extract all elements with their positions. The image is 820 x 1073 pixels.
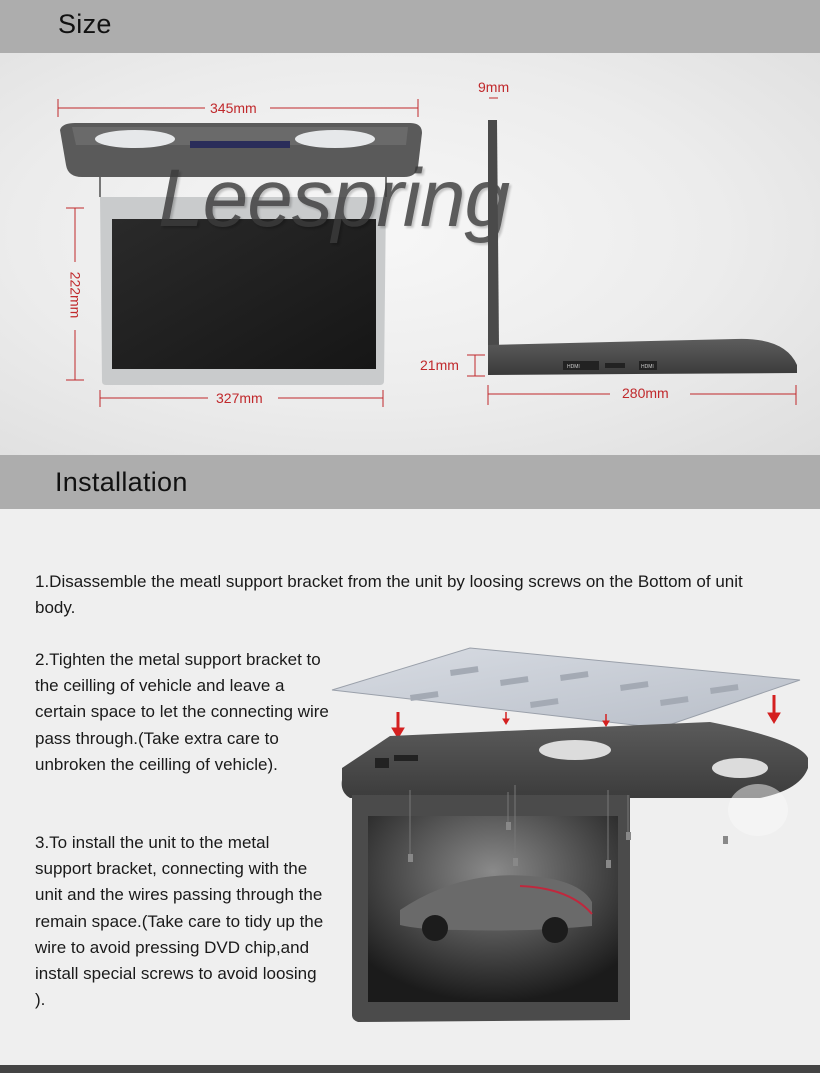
installation-section-title: Installation	[55, 467, 188, 497]
side-view-monitor-illustration: HDMI HDMI	[488, 120, 797, 375]
installation-step-1: 1.Disassemble the meatl support bracket …	[35, 572, 743, 618]
front-dimension-lines	[57, 97, 797, 407]
installation-illustration	[331, 647, 808, 1022]
side-port-label-2: HDMI	[641, 364, 654, 370]
dimension-height: 222mm	[67, 271, 84, 319]
front-view-monitor-illustration	[60, 123, 422, 385]
installation-step-2: 2.Tighten the metal support bracket to t…	[35, 650, 329, 774]
side-port-label-1: HDMI	[567, 364, 580, 370]
dimension-thickness: 9mm	[478, 79, 510, 95]
dimension-width-bottom: 327mm	[216, 390, 263, 406]
size-section-header: Size	[0, 0, 820, 53]
dimension-base-height: 21mm	[420, 357, 459, 373]
brand-watermark: Leespring	[158, 153, 510, 244]
installation-step-3: 3.To install the unit to the metal suppo…	[35, 833, 324, 1010]
dimension-width-top: 345mm	[210, 100, 257, 116]
size-section-title: Size	[58, 9, 112, 39]
bottom-border	[0, 1065, 820, 1073]
dimension-depth: 280mm	[622, 385, 669, 401]
installation-section-header: Installation	[0, 455, 820, 509]
